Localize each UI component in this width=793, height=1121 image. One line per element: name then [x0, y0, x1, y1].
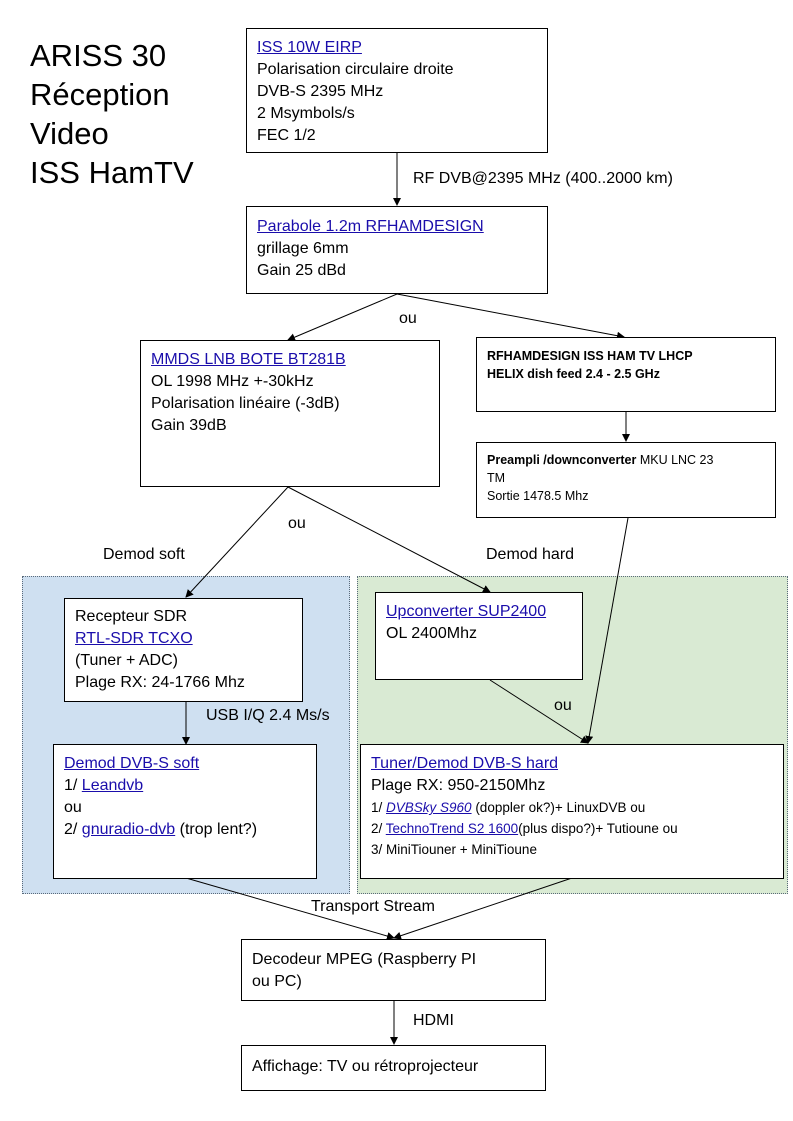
preampli-line: TM — [487, 471, 506, 485]
demod-soft-link[interactable]: Demod DVB-S soft — [64, 755, 200, 772]
dvbsky-link[interactable]: DVBSky S960 — [386, 800, 472, 815]
upconverter-link[interactable]: Upconverter SUP2400 — [386, 603, 547, 620]
item-suffix: (plus dispo?)+ Tutioune ou — [518, 821, 678, 836]
edge-demodsoft-decodeur — [185, 877, 395, 940]
edge-label-rf: RF DVB@2395 MHz (400..2000 km) — [413, 170, 673, 187]
helix-line: HELIX dish feed 2.4 - 2.5 GHz — [487, 367, 660, 381]
title-line: Réception — [30, 77, 170, 112]
preampli-title: Preampli /downconverter — [487, 453, 637, 467]
mmds-line: Polarisation linéaire (-3dB) — [151, 395, 340, 412]
recepteur-line: (Tuner + ADC) — [75, 652, 178, 669]
upconverter-box: Upconverter SUP2400 OL 2400Mhz — [375, 592, 583, 680]
iss-line: DVB-S 2395 MHz — [257, 83, 384, 100]
parabole-line: grillage 6mm — [257, 240, 349, 257]
item-prefix: 2/ — [371, 821, 386, 836]
item-prefix: 2/ — [64, 821, 82, 838]
upconverter-line: OL 2400Mhz — [386, 625, 478, 642]
tuner-demod-hard-box: Tuner/Demod DVB-S hard Plage RX: 950-215… — [360, 744, 784, 879]
decodeur-line: Decodeur MPEG (Raspberry PI — [252, 951, 477, 968]
edge-label-ou: ou — [554, 697, 572, 714]
affichage-line: Affichage: TV ou rétroprojecteur — [252, 1058, 479, 1075]
iss-line: Polarisation circulaire droite — [257, 61, 454, 78]
iss-line: FEC 1/2 — [257, 127, 316, 144]
title-line: ISS HamTV — [30, 155, 194, 190]
edge-label-ou: ou — [399, 310, 417, 327]
mmds-link[interactable]: MMDS LNB BOTE BT281B — [151, 351, 346, 368]
mmds-lnb-box: MMDS LNB BOTE BT281B OL 1998 MHz +-30kHz… — [140, 340, 440, 487]
edge-label-usb: USB I/Q 2.4 Ms/s — [206, 707, 330, 724]
preampli-line: Sortie 1478.5 Mhz — [487, 489, 589, 503]
diagram-title: ARISS 30 Réception Video ISS HamTV — [30, 36, 194, 192]
edge-mmds-recepteur — [185, 486, 289, 598]
item-suffix: (trop lent?) — [175, 821, 258, 838]
gnuradio-dvb-link[interactable]: gnuradio-dvb — [81, 821, 176, 838]
item-suffix: (doppler ok?)+ LinuxDVB ou — [471, 800, 646, 815]
edge-upconverter-tuner — [489, 679, 589, 744]
leandvb-link[interactable]: Leandvb — [81, 777, 144, 794]
rtl-sdr-link[interactable]: RTL-SDR TCXO — [75, 630, 193, 647]
edge-tuner-decodeur — [393, 877, 573, 940]
parabole-line: Gain 25 dBd — [257, 262, 346, 279]
recepteur-line: Plage RX: 24-1766 Mhz — [75, 674, 245, 691]
decodeur-line: ou PC) — [252, 973, 302, 990]
iss-box: ISS 10W EIRP Polarisation circulaire dro… — [246, 28, 548, 153]
decodeur-mpeg-box: Decodeur MPEG (Raspberry PI ou PC) — [241, 939, 546, 1001]
preampli-box: Preampli /downconverter MKU LNC 23 TM So… — [476, 442, 776, 518]
tuner-demod-link[interactable]: Tuner/Demod DVB-S hard — [371, 755, 559, 772]
iss-line: 2 Msymbols/s — [257, 105, 355, 122]
edge-label-ou: ou — [288, 515, 306, 532]
or-text: ou — [64, 799, 82, 816]
iss-link[interactable]: ISS 10W EIRP — [257, 39, 362, 56]
title-line: Video — [30, 116, 109, 151]
affichage-box: Affichage: TV ou rétroprojecteur — [241, 1045, 546, 1091]
tuner-range: Plage RX: 950-2150Mhz — [371, 777, 546, 794]
demod-hard-label: Demod hard — [486, 546, 575, 563]
preampli-model: MKU LNC 23 — [636, 453, 714, 467]
edge-parabole-mmds — [287, 293, 398, 341]
edge-preampli-tuner — [585, 517, 629, 744]
technotrend-link[interactable]: TechnoTrend S2 1600 — [385, 821, 519, 836]
tuner-item: 3/ MiniTiouner + MiniTioune — [371, 842, 537, 857]
edge-mmds-upconverter — [287, 486, 491, 593]
helix-line: RFHAMDESIGN ISS HAM TV LHCP — [487, 349, 693, 363]
demod-soft-label: Demod soft — [103, 546, 185, 563]
parabole-link[interactable]: Parabole 1.2m RFHAMDESIGN — [257, 218, 484, 235]
demod-soft-box: Demod DVB-S soft 1/ Leandvb ou 2/ gnurad… — [53, 744, 317, 879]
edge-parabole-helix — [396, 293, 625, 340]
recepteur-sdr-box: Recepteur SDR RTL-SDR TCXO (Tuner + ADC)… — [64, 598, 303, 702]
item-prefix: 1/ — [64, 777, 82, 794]
edge-label-hdmi: HDMI — [413, 1012, 454, 1029]
title-line: ARISS 30 — [30, 38, 167, 73]
mmds-line: Gain 39dB — [151, 417, 227, 434]
edge-label-transport-stream: Transport Stream — [311, 898, 435, 915]
mmds-line: OL 1998 MHz +-30kHz — [151, 373, 314, 390]
helix-feed-box: RFHAMDESIGN ISS HAM TV LHCP HELIX dish f… — [476, 337, 776, 412]
item-prefix: 1/ — [371, 800, 387, 815]
recepteur-title: Recepteur SDR — [75, 608, 188, 625]
parabole-box: Parabole 1.2m RFHAMDESIGN grillage 6mm G… — [246, 206, 548, 294]
